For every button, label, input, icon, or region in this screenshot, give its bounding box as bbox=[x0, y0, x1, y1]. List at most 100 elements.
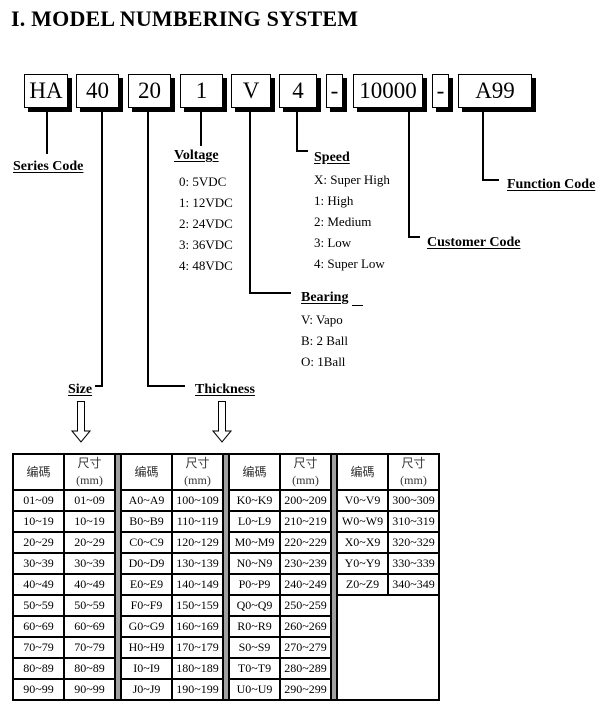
cell-size-mm: 10~19 bbox=[63, 510, 116, 533]
cell-code: C0~C9 bbox=[120, 531, 173, 554]
cell-code: G0~G9 bbox=[120, 615, 173, 638]
column-group-divider bbox=[330, 637, 338, 658]
table-header-row: 编碼尺寸(mm)编碼尺寸(mm)编碼尺寸(mm)编碼尺寸(mm) bbox=[12, 453, 440, 491]
cell-size-mm: 220~229 bbox=[279, 531, 332, 554]
series-code-label: Series Code bbox=[13, 159, 84, 174]
empty-cell bbox=[337, 595, 388, 616]
voltage-option: 0: 5VDC bbox=[179, 174, 227, 189]
empty-cell bbox=[388, 679, 439, 700]
voltage-label: Voltage bbox=[174, 148, 219, 163]
cell-code: N0~N9 bbox=[228, 552, 281, 575]
cell-size-mm: 40~49 bbox=[63, 573, 116, 596]
arrow-down-icon bbox=[71, 401, 91, 443]
cell-size-mm: 110~119 bbox=[171, 510, 224, 533]
cell-size-mm: 100~109 bbox=[171, 489, 224, 512]
cell-size-mm: 260~269 bbox=[279, 615, 332, 638]
empty-cell bbox=[388, 658, 439, 679]
cell-code: 70~79 bbox=[12, 636, 65, 659]
speed-option: X: Super High bbox=[314, 172, 390, 187]
cell-code: X0~X9 bbox=[336, 531, 389, 554]
column-group-divider bbox=[330, 574, 338, 595]
cell-size-mm: 190~199 bbox=[171, 678, 224, 701]
bearing-option: O: 1Ball bbox=[301, 354, 346, 369]
column-group-divider bbox=[222, 511, 230, 532]
cell-code: E0~E9 bbox=[120, 573, 173, 596]
column-group-divider bbox=[330, 532, 338, 553]
cell-code: 50~59 bbox=[12, 594, 65, 617]
cell-code: H0~H9 bbox=[120, 636, 173, 659]
cell-size-mm: 320~329 bbox=[387, 531, 440, 554]
cell-code: Y0~Y9 bbox=[336, 552, 389, 575]
bearing-underline-ext bbox=[352, 305, 363, 306]
model-part-dash-2: - bbox=[432, 74, 449, 108]
header-code: 编碼 bbox=[120, 453, 173, 491]
cell-size-mm: 290~299 bbox=[279, 678, 332, 701]
cell-size-mm: 310~319 bbox=[387, 510, 440, 533]
cell-size-mm: 30~39 bbox=[63, 552, 116, 575]
column-group-divider bbox=[114, 553, 122, 574]
empty-cell bbox=[337, 679, 388, 700]
cell-code: Z0~Z9 bbox=[336, 573, 389, 596]
column-group-divider bbox=[114, 454, 122, 490]
cell-size-mm: 120~129 bbox=[171, 531, 224, 554]
header-size-mm: 尺寸(mm) bbox=[387, 453, 440, 491]
column-group-divider bbox=[114, 658, 122, 679]
cell-code: L0~L9 bbox=[228, 510, 281, 533]
cell-code: 90~99 bbox=[12, 678, 65, 701]
column-group-divider bbox=[330, 454, 338, 490]
speed-option: 1: High bbox=[314, 193, 354, 208]
cell-size-mm: 01~09 bbox=[63, 489, 116, 512]
model-part-size: 40 bbox=[76, 74, 119, 108]
arrow-down-icon bbox=[212, 401, 232, 443]
column-group-divider bbox=[114, 637, 122, 658]
model-part-function: A99 bbox=[458, 74, 532, 108]
cell-size-mm: 80~89 bbox=[63, 657, 116, 680]
model-part-speed: 4 bbox=[279, 74, 317, 108]
page-title: I. MODEL NUMBERING SYSTEM bbox=[11, 6, 359, 31]
header-code: 编碼 bbox=[228, 453, 281, 491]
cell-size-mm: 20~29 bbox=[63, 531, 116, 554]
cell-code: F0~F9 bbox=[120, 594, 173, 617]
speed-option: 3: Low bbox=[314, 235, 352, 250]
connector-bearing bbox=[249, 110, 251, 294]
column-group-divider bbox=[222, 490, 230, 511]
model-part-customer: 10000 bbox=[353, 74, 423, 108]
empty-cell bbox=[337, 658, 388, 679]
cell-size-mm: 300~309 bbox=[387, 489, 440, 512]
cell-size-mm: 200~209 bbox=[279, 489, 332, 512]
empty-cell bbox=[337, 616, 388, 637]
empty-cell bbox=[388, 616, 439, 637]
connector-function bbox=[482, 110, 484, 181]
header-code: 编碼 bbox=[336, 453, 389, 491]
cell-size-mm: 270~279 bbox=[279, 636, 332, 659]
empty-cell bbox=[337, 637, 388, 658]
cell-size-mm: 330~339 bbox=[387, 552, 440, 575]
cell-code: B0~B9 bbox=[120, 510, 173, 533]
speed-label: Speed bbox=[314, 150, 350, 165]
model-part-voltage: 1 bbox=[180, 74, 223, 108]
column-group-divider bbox=[330, 595, 338, 616]
column-group-divider bbox=[114, 595, 122, 616]
connector-bearing-h bbox=[249, 292, 291, 294]
speed-option: 2: Medium bbox=[314, 214, 372, 229]
cell-size-mm: 140~149 bbox=[171, 573, 224, 596]
cell-code: R0~R9 bbox=[228, 615, 281, 638]
header-size-mm: 尺寸(mm) bbox=[63, 453, 116, 491]
column-group-divider bbox=[222, 532, 230, 553]
cell-size-mm: 250~259 bbox=[279, 594, 332, 617]
voltage-option: 1: 12VDC bbox=[179, 195, 233, 210]
column-group-divider bbox=[222, 574, 230, 595]
cell-code: V0~V9 bbox=[336, 489, 389, 512]
column-group-divider bbox=[114, 616, 122, 637]
voltage-option: 2: 24VDC bbox=[179, 216, 233, 231]
cell-size-mm: 150~159 bbox=[171, 594, 224, 617]
column-group-divider bbox=[330, 553, 338, 574]
bearing-option: V: Vapo bbox=[301, 312, 343, 327]
cell-size-mm: 130~139 bbox=[171, 552, 224, 575]
